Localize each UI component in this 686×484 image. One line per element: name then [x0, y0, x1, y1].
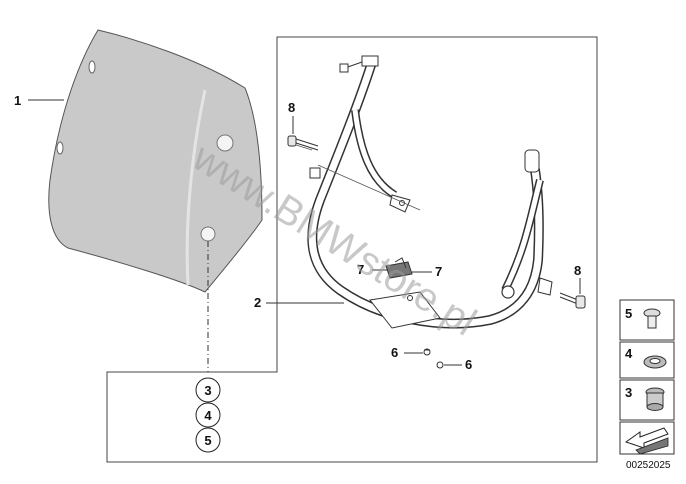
stack-label-2: 5 [204, 433, 211, 448]
grommet-icon [645, 387, 665, 411]
callout-bolt-left: 6 [391, 345, 398, 360]
part-stack: 3 4 5 [195, 377, 221, 453]
document-number: 00252025 [626, 460, 671, 471]
washer-icon [643, 355, 667, 369]
callout-windscreen: 1 [14, 93, 21, 108]
stack-label-1: 4 [204, 408, 212, 423]
legend-label-4: 4 [625, 346, 633, 361]
callout-clip-right: 7 [435, 264, 442, 279]
parts-legend: 5 4 3 00252025 [619, 299, 675, 471]
callout-screw-right: 8 [574, 263, 581, 278]
legend-label-3: 3 [625, 385, 632, 400]
callout-bracket: 2 [254, 295, 261, 310]
legend-label-5: 5 [625, 306, 632, 321]
stack-label-0: 3 [204, 383, 211, 398]
bracket-part [295, 55, 553, 369]
screw-left [287, 135, 319, 151]
callout-clip-left: 7 [357, 262, 364, 277]
arrow-icon [624, 427, 669, 455]
callout-screw-left: 8 [288, 100, 295, 115]
windscreen-part [48, 29, 263, 293]
screw-right [559, 292, 586, 309]
push-rivet-icon [643, 308, 661, 329]
callout-bolt-right: 6 [465, 357, 472, 372]
group-frame [106, 36, 598, 463]
